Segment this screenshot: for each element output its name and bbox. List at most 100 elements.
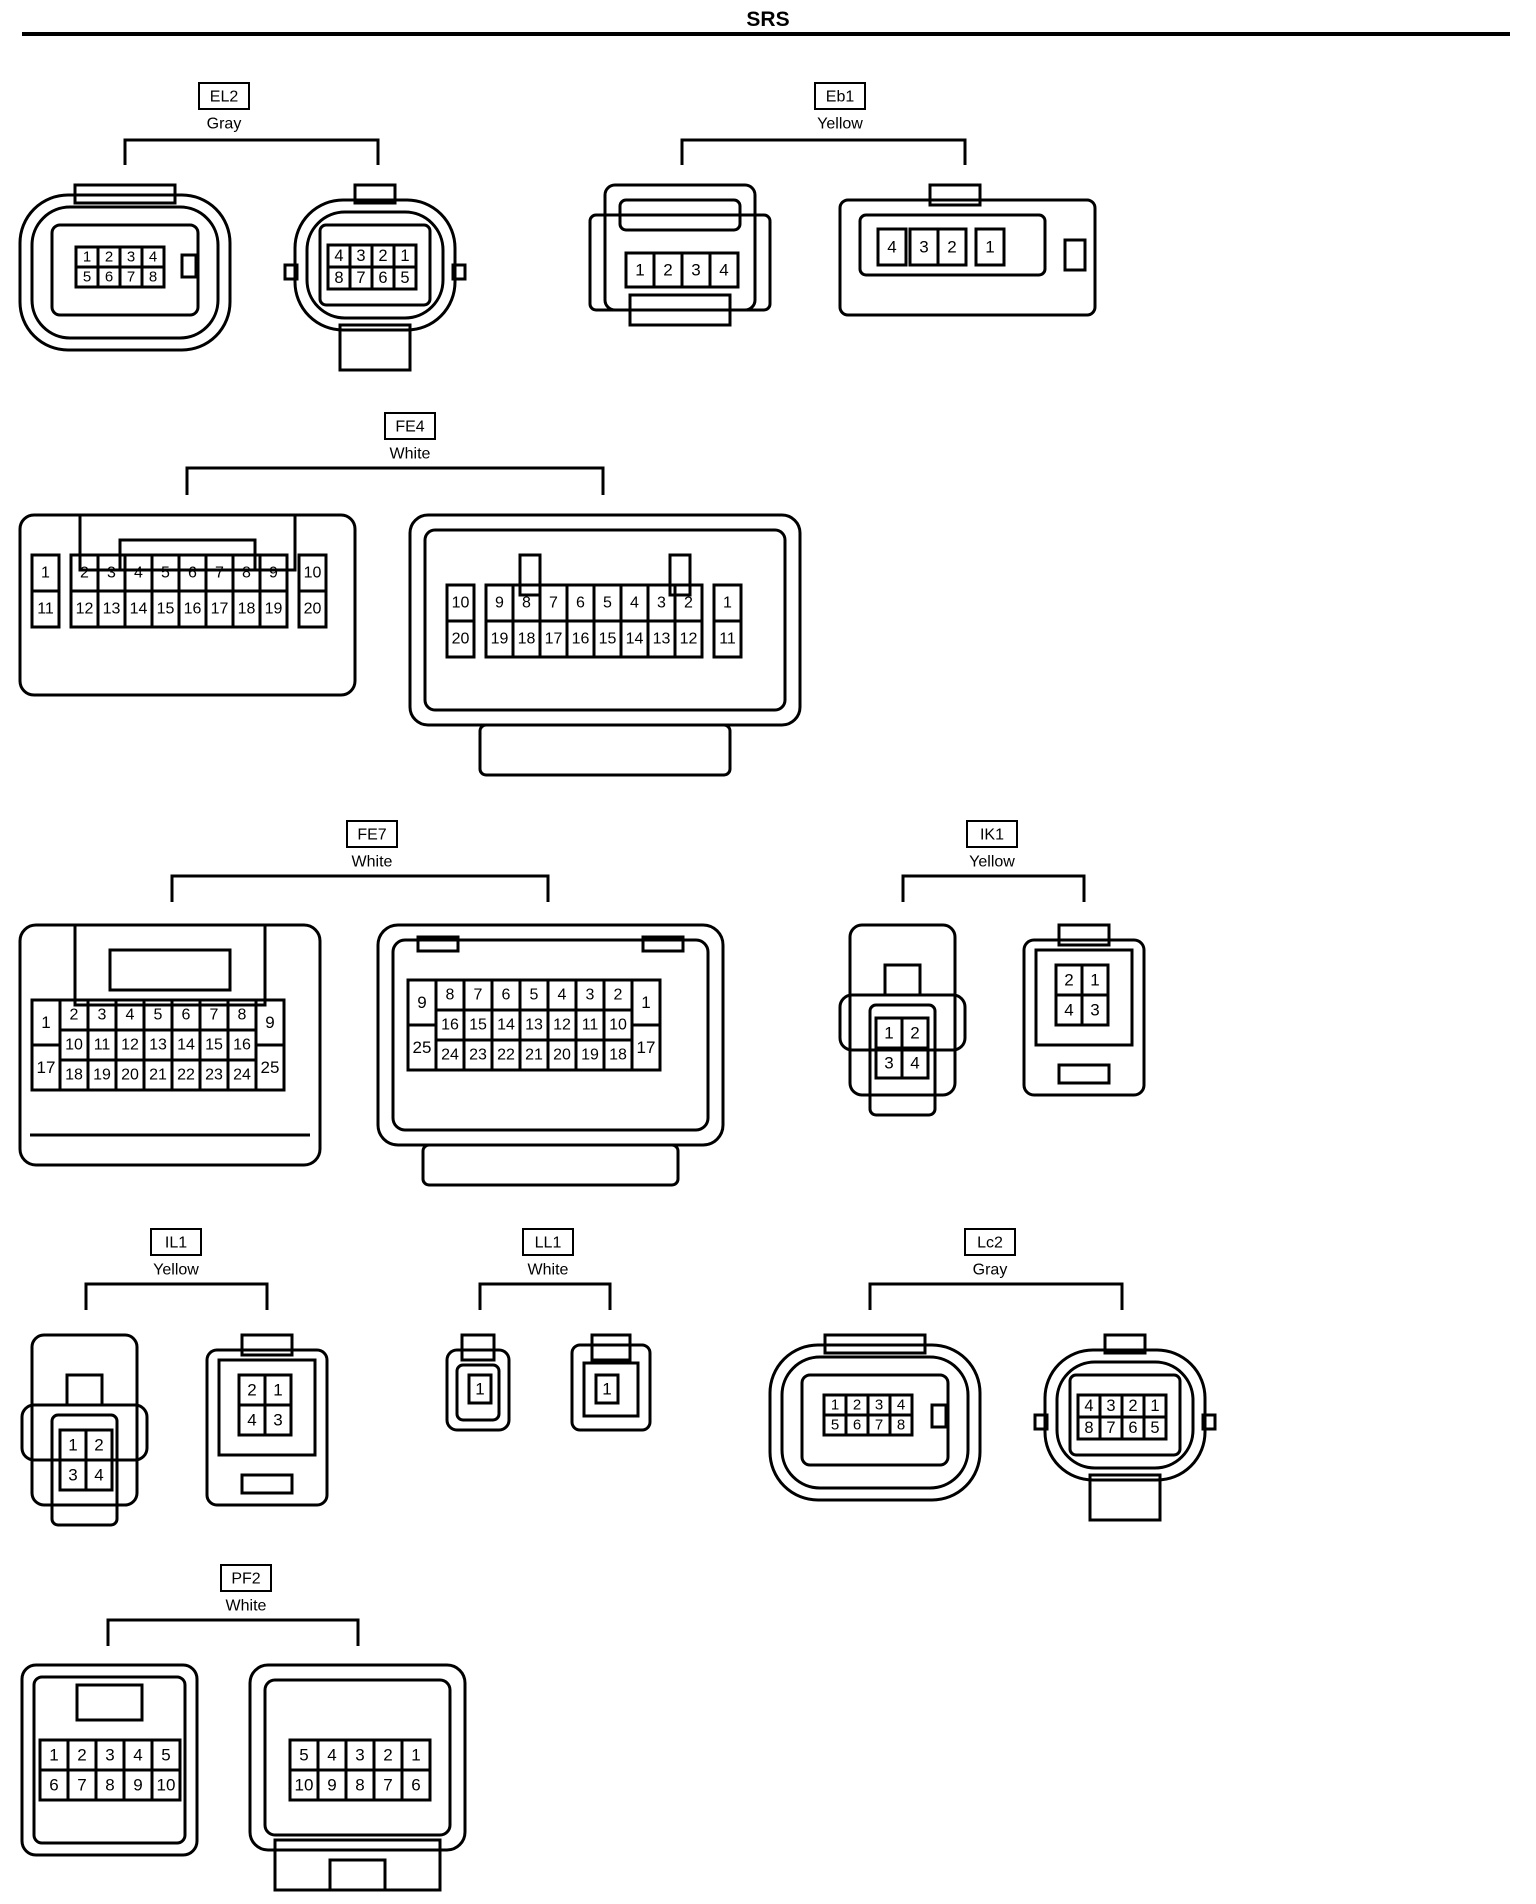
pin-number: 8 <box>522 595 531 612</box>
pin-number: 2 <box>663 261 672 280</box>
pin-number: 5 <box>831 1417 839 1434</box>
pin-number: 17 <box>545 631 563 648</box>
pin-number: 6 <box>502 987 511 1004</box>
pin-number: 18 <box>518 631 536 648</box>
pin-number: 2 <box>684 595 693 612</box>
pin-number: 2 <box>853 1397 861 1414</box>
pin-number: 5 <box>299 1746 308 1765</box>
pin-number: 18 <box>65 1067 83 1084</box>
pin-number: 20 <box>553 1047 571 1064</box>
pin-number: 5 <box>161 565 170 582</box>
pin-number: 1 <box>635 261 644 280</box>
connector-body <box>588 183 772 327</box>
pin-number: 15 <box>599 631 617 648</box>
pin-number: 2 <box>947 238 956 257</box>
pin-number: 6 <box>853 1417 861 1434</box>
pin-number: 4 <box>1064 1001 1073 1020</box>
pin-number: 6 <box>576 595 585 612</box>
pin-number: 4 <box>558 987 567 1004</box>
connector-color-label: Gray <box>973 1262 1008 1279</box>
pin-number: 5 <box>603 595 612 612</box>
pin-number: 11 <box>582 1017 599 1034</box>
connector-view-right: 1 <box>570 1333 652 1432</box>
pin-number: 9 <box>417 993 426 1012</box>
pin-number: 3 <box>356 247 365 265</box>
connector-id-label: EL2 <box>210 89 239 106</box>
connector-body <box>283 183 467 372</box>
connector-color-label: White <box>226 1598 267 1615</box>
pin-number: 2 <box>383 1746 392 1765</box>
pin-number: 13 <box>525 1017 543 1034</box>
pin-number: 18 <box>609 1047 627 1064</box>
pin-number: 17 <box>211 601 229 618</box>
pin-number: 3 <box>1090 1001 1099 1020</box>
pin-grid: 9258162471523614225132141220311192101811… <box>406 978 662 1072</box>
pin-number: 4 <box>134 565 143 582</box>
pin-number: 16 <box>572 631 590 648</box>
connector-color-label: White <box>352 854 393 871</box>
pin-number: 5 <box>161 1746 170 1765</box>
pin-number: 6 <box>49 1776 58 1795</box>
pin-number: 3 <box>355 1746 364 1765</box>
pin-number: 3 <box>919 238 928 257</box>
pin-number: 16 <box>184 601 202 618</box>
pin-number: 22 <box>177 1067 195 1084</box>
pin-number: 12 <box>121 1037 139 1054</box>
pin-number: 20 <box>304 601 322 618</box>
pin-number: 8 <box>355 1776 364 1795</box>
pin-number: 1 <box>68 1436 77 1455</box>
connector-view-right: 9258162471523614225132141220311192101811… <box>376 923 725 1187</box>
pin-number: 4 <box>133 1746 142 1765</box>
pin-number: 19 <box>265 601 283 618</box>
connector-body <box>570 1333 652 1432</box>
pin-number: 2 <box>77 1746 86 1765</box>
pin-number: 4 <box>126 1007 135 1024</box>
pin-number: 14 <box>497 1017 515 1034</box>
connector-label-box <box>198 82 250 110</box>
connector-id-label: LL1 <box>535 1235 562 1252</box>
connector-body <box>20 1333 149 1527</box>
pin-number: 1 <box>400 247 409 265</box>
connector-body <box>18 923 322 1167</box>
pin-number: 12 <box>76 601 94 618</box>
pin-number: 5 <box>154 1007 163 1024</box>
pin-number: 21 <box>525 1047 543 1064</box>
connector-label-box <box>220 1564 272 1592</box>
connector-body <box>248 1663 467 1892</box>
pin-number: 3 <box>127 249 135 266</box>
pin-number: 4 <box>897 1397 905 1414</box>
connector-body <box>205 1333 329 1507</box>
pin-number: 19 <box>491 631 509 648</box>
connector-id-label: PF2 <box>231 1571 260 1588</box>
connector-fe7: FE7White11721018311194122051321614227152… <box>18 820 725 1187</box>
pin-number: 4 <box>94 1466 103 1485</box>
pin-number: 7 <box>875 1417 883 1434</box>
connector-body <box>376 923 725 1187</box>
pin-number: 11 <box>37 601 54 618</box>
pin-number: 2 <box>910 1024 919 1043</box>
pin-number: 7 <box>215 565 224 582</box>
pin-number: 4 <box>887 238 896 257</box>
pin-number: 10 <box>304 565 322 582</box>
pin-number: 10 <box>609 1017 627 1034</box>
connector-label-box <box>966 820 1018 848</box>
connector-color-label: Yellow <box>153 1262 199 1279</box>
connector-id-label: FE4 <box>395 419 424 436</box>
pin-number: 13 <box>653 631 671 648</box>
pin-number: 9 <box>269 565 278 582</box>
pin-number: 7 <box>549 595 558 612</box>
